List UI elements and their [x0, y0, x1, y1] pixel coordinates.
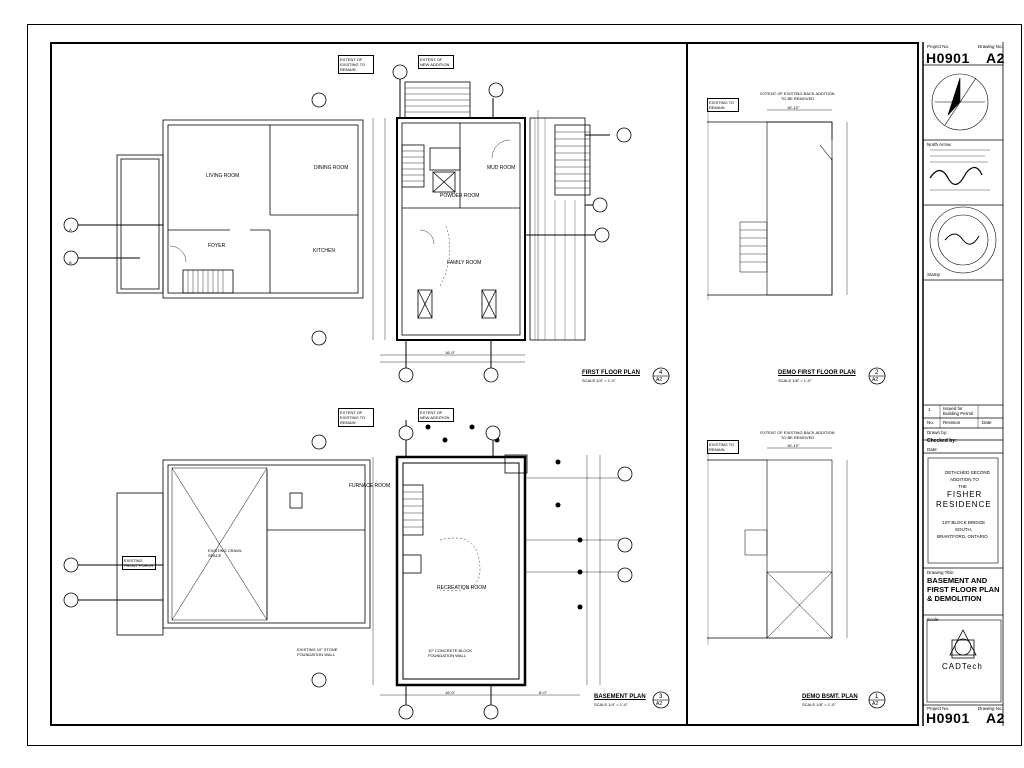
room-dining: DINING ROOM [314, 165, 349, 171]
basement-callout-sheet: A2 [656, 701, 663, 707]
drawing-no-label: Drawing No. [978, 44, 1003, 49]
note-new-foundation: 10" CONCRETE BLOCK FOUNDATION WALL [428, 648, 473, 658]
project-line-2: ADDITION TO [950, 477, 979, 482]
note-demo-extent-bsmt: EXTENT OF EXISTING BACK ADDITION TO BE R… [760, 430, 835, 440]
project-no-bottom: H0901 [926, 710, 970, 726]
checked-by-label: Checked by: [927, 438, 957, 444]
revision-header-date: Date [982, 420, 992, 425]
room-furnace: FURNACE ROOM [349, 483, 391, 489]
note-extent-addition-bsmt: EXTENT OF NEW ADDITION [418, 408, 454, 422]
section-callouts [63, 64, 886, 720]
demo-bsmt-callout-sheet: A2 [872, 701, 879, 707]
revision-header-no: No. [927, 420, 935, 425]
note-demo-existing: EXISTING TO REMAIN [707, 98, 739, 112]
project-no-label-bottom: Project No. [927, 706, 950, 711]
room-powder: POWDER ROOM [440, 193, 480, 199]
note-crawl-space: EXISTING CRAWL SPACE [208, 548, 242, 558]
note-porch: EXISTING FRONT PORCH [122, 556, 156, 570]
cadtech-logo-icon [949, 629, 977, 659]
drawing-frame [50, 42, 919, 726]
note-extent-existing: EXTENT OF EXISTING TO REMAIN [338, 55, 374, 74]
demo-bsmt-title: DEMO BSMT. PLAN [802, 694, 858, 700]
demo-first-floor-plan [707, 108, 848, 300]
first-floor-plan-title: FIRST FLOOR PLAN [582, 370, 640, 376]
first-floor-callout-sheet: A2 [656, 377, 663, 383]
dim-demo-width: 16'-10" [787, 105, 800, 110]
room-kitchen: KITCHEN [313, 248, 335, 254]
room-recreation: RECREATION ROOM [437, 585, 487, 591]
signature-scribble [929, 166, 983, 185]
logo-text: CADTech [942, 662, 983, 671]
date-label: Date: [927, 447, 938, 452]
north-arrow-icon [931, 73, 989, 131]
title-block-lines [923, 42, 1004, 726]
demo-first-callout-num: 2 [875, 370, 879, 376]
basement-plan [78, 420, 620, 712]
room-family: FAMILY ROOM [447, 260, 482, 266]
project-line-3: THE [958, 484, 967, 489]
dim-width-bsmt: 16'-0" [445, 690, 456, 695]
client-name-2: RESIDENCE [936, 500, 992, 509]
address-1: 1ST BLOCK BRIDGE [942, 520, 986, 525]
note-extent-addition: EXTENT OF NEW ADDITION [418, 55, 454, 69]
project-no-top: H0901 [926, 50, 970, 66]
dim-demo-width-bsmt: 16'-10" [787, 443, 800, 448]
drawing-title-1: BASEMENT AND [927, 576, 988, 585]
drawing-no-top: A2 [986, 50, 1005, 66]
demo-bsmt-callout-num: 1 [875, 694, 879, 700]
drawing-title-label: Drawing Title: [927, 570, 955, 575]
project-line-1: DETACHED SECOND [945, 470, 990, 475]
note-demo-existing-bsmt: EXISTING TO REMAIN [707, 440, 739, 454]
demo-first-floor-scale: SCALE 1/8" = 1'-0" [778, 378, 812, 383]
revision-row-num: 1 [928, 407, 931, 412]
dim-bsmt-right: 8'-0" [539, 690, 547, 695]
dim-width-first: 16'-0" [445, 350, 456, 355]
scale-label: Scale: [927, 617, 940, 622]
basement-callout-num: 3 [659, 694, 663, 700]
drawing-no-label-bottom: Drawing No. [978, 706, 1003, 711]
room-mud: MUD ROOM [487, 165, 516, 171]
drawing-no-bottom: A2 [986, 710, 1005, 726]
grid-marker-a: A [69, 227, 72, 232]
stamp-label: Stamp [927, 272, 941, 277]
basement-plan-title: BASEMENT PLAN [594, 694, 646, 700]
client-name-1: FISHER [947, 490, 983, 499]
first-floor-callout-num: 4 [659, 370, 663, 376]
demo-basement-plan [707, 447, 848, 645]
drawing-title-2: FIRST FLOOR PLAN [927, 585, 1000, 594]
revision-row-desc-1: Issued for [943, 406, 963, 411]
demo-first-floor-title: DEMO FIRST FLOOR PLAN [778, 370, 856, 376]
revision-row-desc-2: Building Permit [943, 411, 974, 416]
note-extent-existing-bsmt: EXTENT OF EXISTING TO REMAIN [338, 408, 374, 427]
room-living: LIVING ROOM [206, 173, 240, 179]
note-demo-extent: EXTENT OF EXISTING BACK ADDITION TO BE R… [760, 91, 835, 101]
professional-seal-icon [929, 206, 997, 274]
demo-first-callout-sheet: A2 [872, 377, 879, 383]
drawn-by-label: Drawn by: [927, 430, 948, 435]
room-foyer: FOYER [208, 243, 226, 249]
drawing-title-3: & DEMOLITION [927, 594, 982, 603]
address-2: SOUTH, [955, 527, 973, 532]
address-3: BRANTFORD, ONTARIO [937, 534, 988, 539]
north-arrow-label: North Arrow [927, 142, 951, 147]
note-existing-foundation: EXISTING 10" STONE FOUNDATION WALL [297, 647, 338, 657]
first-floor-plan-scale: SCALE 1/4" = 1'-0" [582, 378, 616, 383]
demo-bsmt-scale: SCALE 1/8" = 1'-0" [802, 702, 836, 707]
first-floor-plan [78, 78, 610, 375]
project-no-label: Project No. [927, 44, 950, 49]
basement-plan-scale: SCALE 1/4" = 1'-0" [594, 702, 628, 707]
revision-header-desc: Revision [943, 420, 961, 425]
grid-marker-b: B [69, 260, 72, 265]
drawing-sheet-border [27, 24, 1022, 746]
